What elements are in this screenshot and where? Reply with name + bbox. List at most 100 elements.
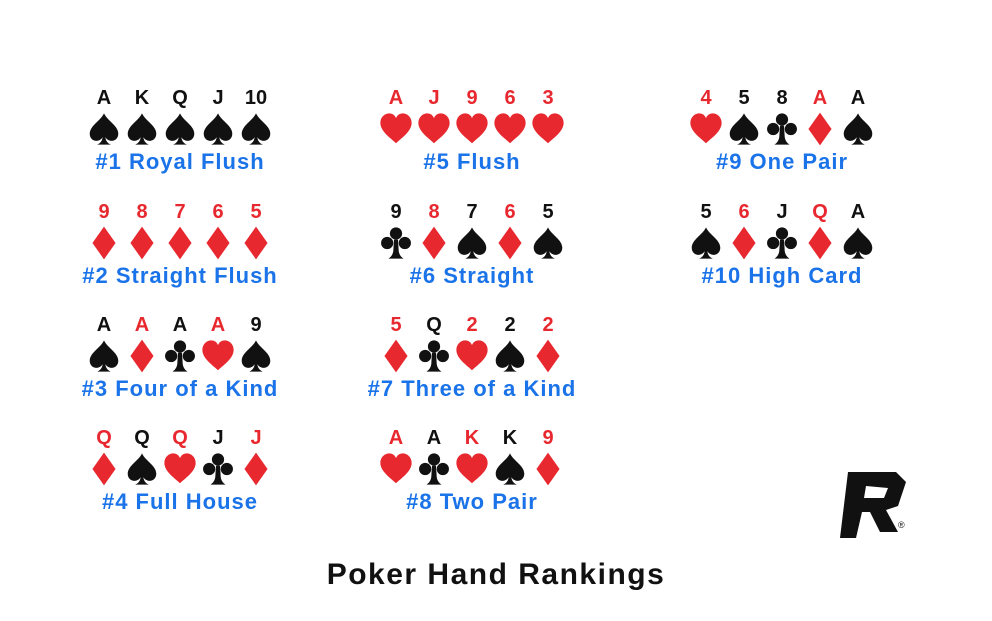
diamond-icon [727,226,761,260]
card-rank: A [850,201,866,223]
card-rank: Q [172,427,188,449]
playing-card: 2 [490,313,530,373]
heart-icon [379,112,413,146]
card-rank: 9 [390,201,402,223]
spade-icon [87,112,121,146]
hand-name: #3 Four of a Kind [81,376,279,401]
card-rank: 8 [136,201,148,223]
heart-icon [455,339,489,373]
card-rank: J [250,427,262,449]
playing-card: 5 [724,86,764,146]
diamond-icon [531,452,565,486]
card-rank: 6 [738,201,750,223]
spade-icon [125,452,159,486]
spade-icon [239,339,273,373]
card-rank: J [212,427,224,449]
card-rank: A [812,87,828,109]
playing-card: 2 [452,313,492,373]
heart-icon [689,112,723,146]
diamond-icon [87,226,121,260]
card-rank: 5 [542,201,554,223]
heart-icon [493,112,527,146]
card-rank: 2 [466,314,478,336]
hand-name: #10 High Card [701,263,863,288]
card-rank: 8 [428,201,440,223]
spade-icon [841,226,875,260]
playing-card: 5 [236,200,276,260]
playing-card: A [122,313,162,373]
playing-card: 7 [452,200,492,260]
playing-card: Q [800,200,840,260]
playing-card: 3 [528,86,568,146]
diamond-icon [239,452,273,486]
hand-name: #2 Straight Flush [82,263,278,288]
card-rank: 5 [250,201,262,223]
card-rank: 5 [390,314,402,336]
playing-card: A [84,313,124,373]
playing-card: Q [84,426,124,486]
heart-icon [455,452,489,486]
playing-card: 10 [236,86,276,146]
heart-icon [531,112,565,146]
playing-card: J [198,86,238,146]
hand-name: #6 Straight [409,263,535,288]
club-icon [163,339,197,373]
card-rank: 5 [700,201,712,223]
playing-card: J [414,86,454,146]
card-rank: Q [134,427,150,449]
card-rank: K [464,427,480,449]
playing-card: 9 [84,200,124,260]
card-rank: 3 [542,87,554,109]
playing-card: 9 [236,313,276,373]
card-rank: 2 [504,314,516,336]
spade-icon [455,226,489,260]
playing-card: K [122,86,162,146]
card-rank: 7 [466,201,478,223]
playing-card: J [198,426,238,486]
card-rank: A [426,427,442,449]
playing-card: 6 [198,200,238,260]
brand-logo-icon: ® [840,472,906,538]
diamond-icon [803,112,837,146]
club-icon [417,339,451,373]
svg-text:®: ® [898,520,905,530]
card-rank: 9 [542,427,554,449]
heart-icon [417,112,451,146]
playing-card: A [414,426,454,486]
playing-card: 9 [452,86,492,146]
diamond-icon [531,339,565,373]
card-rank: K [502,427,518,449]
diamond-icon [125,226,159,260]
card-rank: 9 [98,201,110,223]
spade-icon [201,112,235,146]
card-rank: A [850,87,866,109]
club-icon [765,112,799,146]
card-rank: 6 [212,201,224,223]
spade-icon [727,112,761,146]
playing-card: A [160,313,200,373]
card-rank: A [388,87,404,109]
heart-icon [201,339,235,373]
playing-card: 6 [490,86,530,146]
spade-icon [493,452,527,486]
card-rank: 4 [700,87,712,109]
playing-card: A [376,426,416,486]
hand-name: #1 Royal Flush [95,149,265,174]
playing-card: A [838,86,878,146]
playing-card: 8 [414,200,454,260]
playing-card: 5 [376,313,416,373]
playing-card: Q [414,313,454,373]
card-rank: 6 [504,201,516,223]
playing-card: Q [122,426,162,486]
card-rank: K [134,87,150,109]
